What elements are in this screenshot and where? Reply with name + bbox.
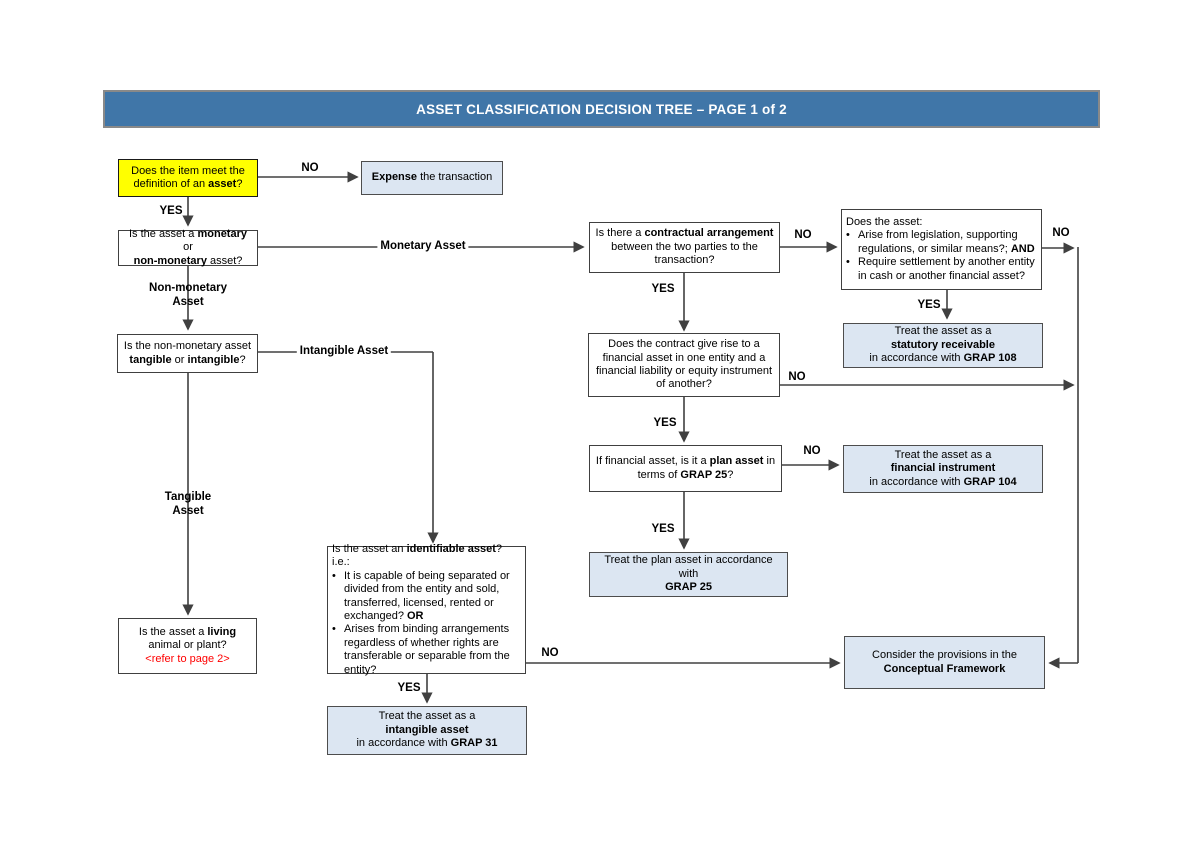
edge-label-monetary-asset: Monetary Asset xyxy=(377,240,469,254)
edge-label-non-monetary-asset: Non-monetary Asset xyxy=(149,282,227,308)
node-expense-transaction: Expense the transaction xyxy=(361,161,503,195)
edge-label-no-contract-rise: NO xyxy=(788,371,806,384)
page-title: ASSET CLASSIFICATION DECISION TREE – PAG… xyxy=(103,90,1100,128)
edge-label-no-legislation: NO xyxy=(1052,227,1070,240)
edge-label-no-definition: NO xyxy=(301,162,319,175)
edge-label-yes-identifiable: YES xyxy=(397,682,421,695)
edge-label-tangible-asset: Tangible Asset xyxy=(164,491,212,517)
node-plan-asset-question: If financial asset, is it a plan asset i… xyxy=(589,445,782,492)
edge-label-yes-contract-rise: YES xyxy=(653,417,677,430)
edge-label-yes-plan-asset: YES xyxy=(651,523,675,536)
edge-label-yes-definition: YES xyxy=(159,205,183,218)
edge-label-no-contractual: NO xyxy=(794,229,812,242)
edge-label-yes-legislation: YES xyxy=(917,299,941,312)
edge-label-intangible-asset: Intangible Asset xyxy=(296,345,392,359)
node-legislation-question: Does the asset:•Arise from legislation, … xyxy=(841,209,1042,290)
edge-label-no-identifiable: NO xyxy=(541,647,559,660)
edge-label-yes-contractual: YES xyxy=(651,283,675,296)
edge-label-no-plan-asset: NO xyxy=(803,445,821,458)
node-identifiable-question: Is the asset an identifiable asset? i.e.… xyxy=(327,543,526,676)
